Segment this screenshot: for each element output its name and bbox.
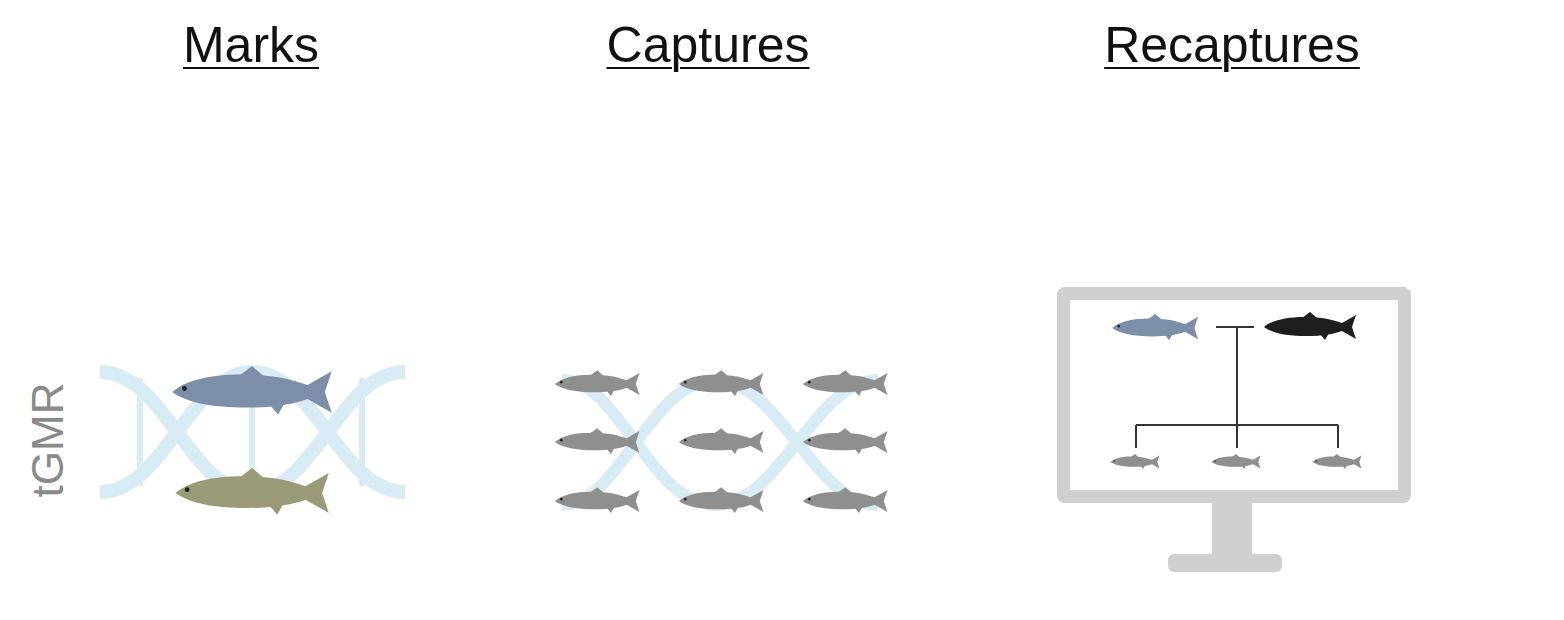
column-heading: Recaptures xyxy=(1104,20,1360,70)
row-label: tGMR xyxy=(26,383,70,498)
pedigree xyxy=(1110,312,1361,469)
computer-monitor xyxy=(1057,287,1411,572)
juvenile-fish-grid xyxy=(555,370,888,513)
salmon-fish xyxy=(176,468,329,515)
column-heading: Marks xyxy=(183,20,319,70)
column-heading: Captures xyxy=(607,20,810,70)
salmon-fish xyxy=(172,366,331,415)
